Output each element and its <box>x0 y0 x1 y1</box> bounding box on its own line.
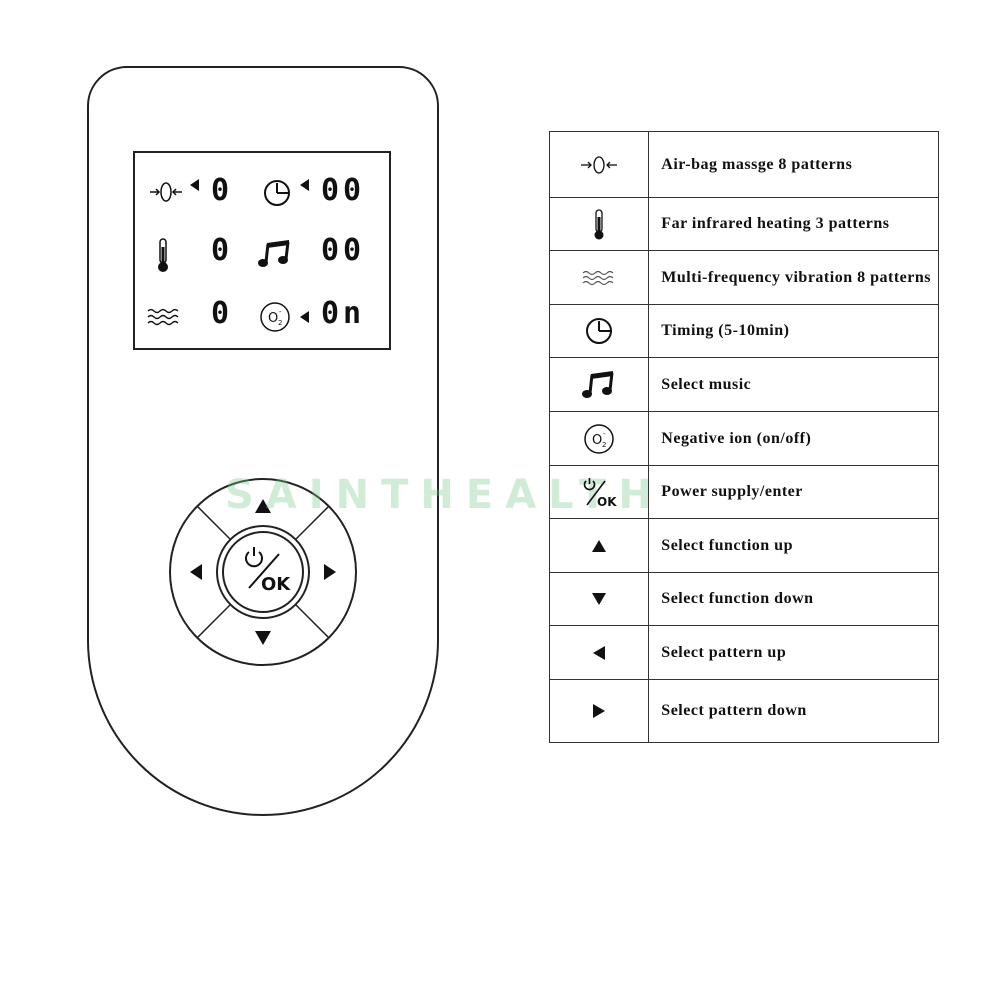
airbag-icon <box>149 179 183 205</box>
ion-value: 0n <box>321 296 366 331</box>
down-arrow-icon <box>255 631 271 645</box>
legend-row: Select function up <box>548 518 939 573</box>
legend-label: Select music <box>648 357 939 412</box>
clock-icon <box>262 178 292 208</box>
legend-row: Timing (5-10min) <box>548 304 939 358</box>
thermometer-icon <box>592 209 606 240</box>
left-arrow-icon <box>589 643 609 660</box>
vibration-icon <box>147 307 181 327</box>
heat-value: 0 <box>211 233 234 268</box>
music-value: 00 <box>321 233 366 268</box>
svg-text:2: 2 <box>602 441 606 449</box>
legend-label: Far infrared heating 3 patterns <box>648 197 939 251</box>
legend-row: Select pattern down <box>548 679 939 743</box>
legend-label: Multi-frequency vibration 8 patterns <box>648 250 939 305</box>
svg-text:OK: OK <box>597 495 617 509</box>
legend-label: Select function up <box>648 518 939 573</box>
legend-row: Far infrared heating 3 patterns <box>548 197 939 251</box>
legend-label: Negative ion (on/off) <box>648 411 939 466</box>
power-ok-icon: OK <box>579 478 619 509</box>
music-icon <box>581 370 617 398</box>
airbag-icon <box>580 155 618 174</box>
music-icon <box>257 239 293 269</box>
legend-row: Select function down <box>548 572 939 626</box>
legend-row: OK Power supply/enter <box>548 465 939 519</box>
svg-text:-: - <box>603 430 606 438</box>
ok-label: OK <box>261 574 291 595</box>
legend-label: Select pattern down <box>648 679 939 743</box>
ion-icon: O - 2 <box>583 423 615 454</box>
svg-text:O: O <box>268 311 278 326</box>
legend-row: O - 2 Negative ion (on/off) <box>548 411 939 466</box>
right-button[interactable] <box>312 552 348 592</box>
legend-label: Air-bag massge 8 patterns <box>648 131 939 198</box>
legend-row: Multi-frequency vibration 8 patterns <box>548 250 939 305</box>
selector-arrow-icon <box>300 179 309 191</box>
timer-value: 00 <box>321 173 366 208</box>
up-arrow-icon <box>255 499 271 513</box>
down-arrow-icon <box>589 590 609 607</box>
svg-text:2: 2 <box>278 319 282 327</box>
legend-label: Select function down <box>648 572 939 626</box>
airbag-value: 0 <box>211 173 234 208</box>
up-arrow-icon <box>589 536 609 553</box>
up-button[interactable] <box>243 487 283 523</box>
legend-label: Power supply/enter <box>648 465 939 519</box>
right-arrow-icon <box>324 564 336 580</box>
vibration-value: 0 <box>211 296 234 331</box>
power-ok-button[interactable]: OK <box>223 532 303 612</box>
thermometer-icon <box>155 237 171 273</box>
dpad: OK <box>168 477 358 667</box>
clock-icon <box>584 318 614 344</box>
ion-icon: O - 2 <box>259 301 291 333</box>
svg-text:O: O <box>592 433 602 448</box>
right-arrow-icon <box>589 702 609 719</box>
down-button[interactable] <box>243 621 283 657</box>
legend-row: Air-bag massge 8 patterns <box>548 131 939 198</box>
legend-row: Select pattern up <box>548 625 939 680</box>
left-arrow-icon <box>190 564 202 580</box>
legend-table: Air-bag massge 8 patterns Far infrared h… <box>548 131 939 743</box>
lcd-display: 0 00 0 <box>133 151 391 350</box>
power-ok-icon <box>245 547 280 589</box>
left-button[interactable] <box>178 552 214 592</box>
legend-label: Timing (5-10min) <box>648 304 939 358</box>
svg-text:-: - <box>279 308 282 316</box>
legend-row: Select music <box>548 357 939 412</box>
legend-label: Select pattern up <box>648 625 939 680</box>
selector-arrow-icon <box>190 179 199 191</box>
vibration-icon <box>582 268 616 285</box>
selector-arrow-icon <box>300 311 309 323</box>
